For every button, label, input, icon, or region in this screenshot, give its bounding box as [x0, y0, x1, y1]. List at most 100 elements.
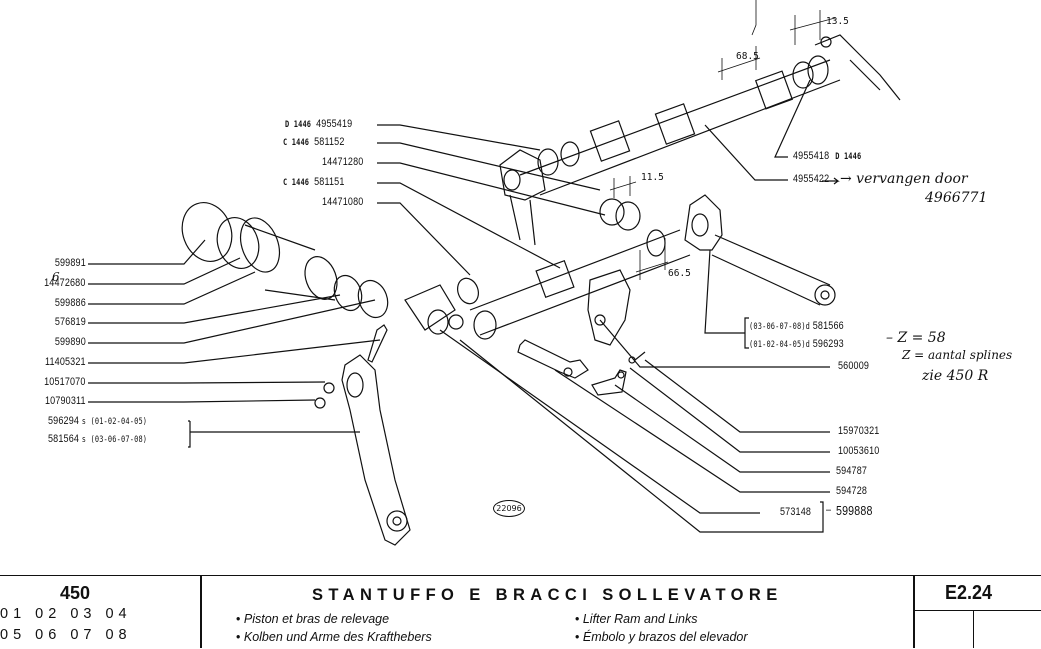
dimension-label: 13.5 [826, 16, 849, 27]
part-label-with-suffix: 4955418 D 1446 [793, 150, 866, 162]
part-label: 599886 [54, 297, 86, 309]
handwritten-note: zie 450 R [922, 368, 989, 384]
dimension-label: 66.5 [668, 268, 691, 279]
part-label-with-variant: (03-06-07-08)d 581566 [749, 320, 844, 332]
leader-599891 [88, 239, 206, 265]
leader-594728 [554, 369, 830, 493]
dimension-lines [609, 0, 836, 280]
leader-576819 [88, 294, 341, 324]
part-label: 594787 [836, 465, 868, 477]
series-prefix: D 1446 [285, 120, 312, 130]
part-label: 10517070 [44, 376, 86, 388]
exploded-parts-diagram: 599891 14472680 599886 576819 599890 114… [44, 0, 1013, 546]
part-label-with-variant: 581564 s (03-06-07-08) [48, 433, 147, 445]
cylinder-drawing [181, 202, 479, 335]
part-label-with-variant: 596294 s (01-02-04-05) [48, 415, 147, 427]
part-number: 581152 [314, 136, 345, 148]
arm-housing-drawing [499, 149, 546, 246]
dimension-label: 68.5 [736, 51, 759, 62]
lower-shaft-drawing [469, 198, 691, 340]
part-label-with-prefix: C 1446 581152 [283, 136, 345, 148]
handwritten-note: 4966771 [925, 190, 988, 206]
leader-4955419 [377, 124, 541, 151]
right-lift-arm-drawing [684, 194, 836, 306]
divider [914, 610, 1041, 611]
part-label: 14472680 [44, 277, 86, 289]
series-prefix: C 1446 [283, 138, 310, 148]
leader-4955418 [774, 79, 811, 158]
dash: – [826, 504, 832, 516]
part-label: 11405321 [45, 356, 86, 368]
part-label: 599890 [54, 336, 86, 348]
subtitle-fr: Piston et bras de relevage [236, 612, 389, 626]
leader-10790311 [88, 399, 316, 403]
variant-code: (03-06-07-08)d [749, 322, 811, 332]
leader-10517070 [88, 381, 326, 384]
variant-code: (01-02-04-05)d [749, 340, 811, 350]
title-block [0, 575, 1041, 649]
upper-shaft-drawing [519, 34, 901, 196]
part-label: 560009 [838, 360, 870, 372]
page-code: E2.24 [945, 582, 993, 604]
drawing-reference-number: 22096 [493, 500, 525, 517]
leader-581152 [377, 142, 601, 191]
subtitle-en: Lifter Ram and Links [575, 612, 698, 626]
variant-list: 05 06 07 08 [0, 627, 132, 643]
leader-14472680 [88, 257, 241, 285]
part-label: 576819 [54, 316, 86, 328]
part-label: 599888 [836, 503, 873, 518]
part-label: 599891 [54, 257, 86, 269]
part-label: 15970321 [838, 425, 880, 437]
left-lift-arm-drawing [314, 324, 411, 546]
part-label-with-prefix: C 1446 581151 [283, 176, 345, 188]
leader-14471280 [377, 162, 606, 216]
bracket-581566 [704, 249, 749, 349]
leader-14471080 [377, 202, 471, 276]
leader-4955422 [704, 124, 788, 181]
link-parts-drawing [517, 269, 646, 396]
leader-15970321 [644, 359, 830, 433]
variant-code: s (03-06-07-08) [81, 435, 148, 445]
leader-573148 [439, 329, 760, 514]
subtitle-de: Kolben und Arme des Krafthebers [236, 630, 432, 644]
part-number: 4955418 [793, 150, 830, 162]
part-number: 596293 [812, 338, 844, 350]
variant-list: 01 02 03 04 [0, 606, 132, 622]
leader-599890 [88, 299, 376, 344]
variant-code: s (01-02-04-05) [81, 417, 148, 427]
bracket-596294 [188, 420, 360, 448]
model-number: 450 [60, 583, 91, 603]
divider [913, 576, 915, 648]
series-suffix: D 1446 [835, 152, 862, 162]
part-number: 4955419 [316, 118, 353, 130]
part-label: 14471280 [322, 156, 364, 168]
handwritten-note: → vervangen door [840, 171, 968, 187]
series-prefix: C 1446 [283, 178, 310, 188]
handwritten-note: Z = aantal splines [902, 348, 1013, 362]
part-number: 581566 [812, 320, 844, 332]
part-number: 581564 [48, 433, 80, 445]
handwritten-note: – Z = 58 [886, 330, 946, 346]
leader-594787 [614, 384, 830, 473]
part-label: 4955422 [793, 173, 830, 185]
divider [200, 576, 202, 648]
divider [973, 611, 974, 648]
part-label-with-variant: (01-02-04-05)d 596293 [749, 338, 844, 350]
part-label: 10790311 [45, 395, 86, 407]
part-number: 596294 [48, 415, 80, 427]
part-label: 594728 [836, 485, 868, 497]
handwritten-correction: 6 [52, 270, 60, 284]
leader-581151 [377, 182, 561, 269]
part-number: 581151 [314, 176, 345, 188]
subtitle-es: Émbolo y brazos del elevador [575, 630, 748, 644]
bracket-599888 [459, 339, 824, 533]
page-title: STANTUFFO E BRACCI SOLLEVATORE [312, 586, 783, 604]
part-label: 10053610 [838, 445, 880, 457]
diagram-drawing [88, 0, 901, 546]
leader-10053610 [629, 367, 830, 453]
part-label: 14471080 [322, 196, 364, 208]
handwritten-arrow [822, 177, 840, 185]
leader-560009 [599, 319, 830, 368]
part-label-with-prefix: D 1446 4955419 [285, 118, 352, 130]
leader-599886 [88, 271, 256, 305]
